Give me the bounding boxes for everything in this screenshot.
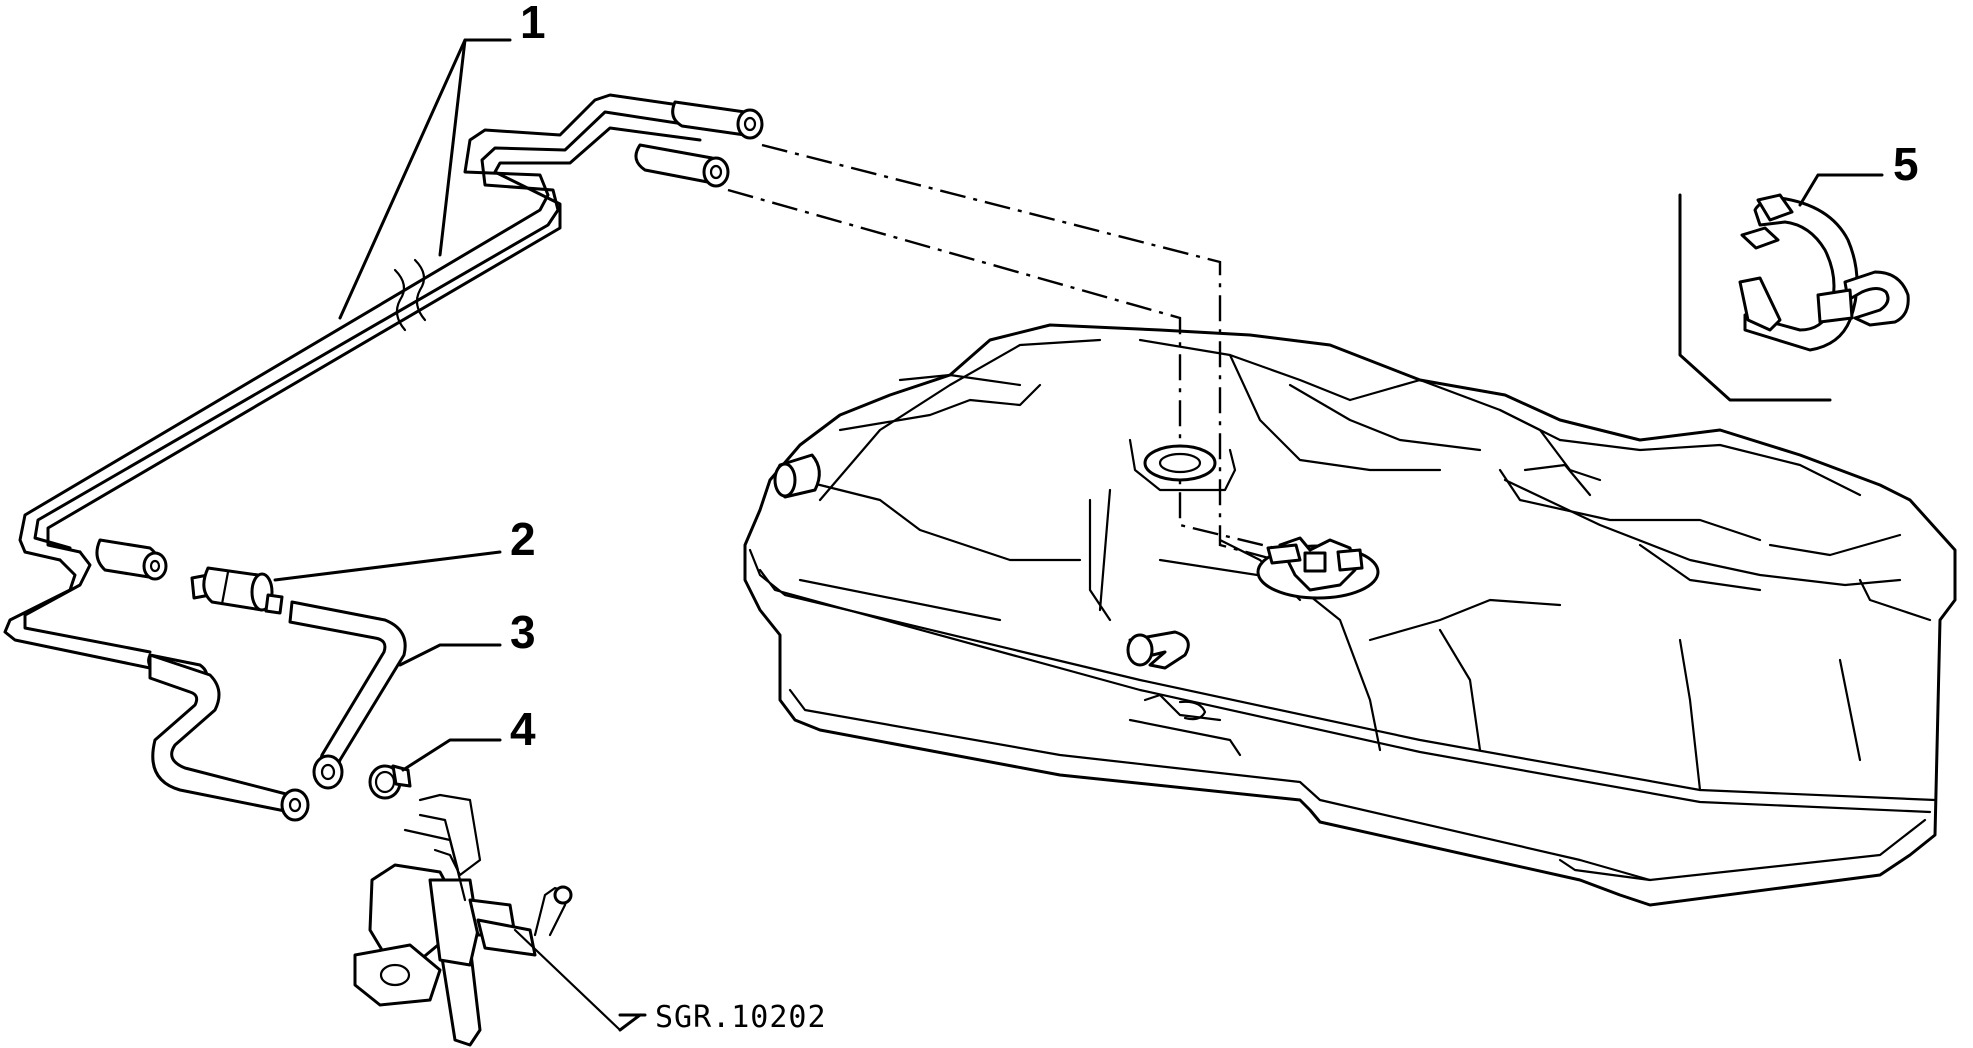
callout-5: 5	[1893, 138, 1919, 190]
callout-4: 4	[510, 703, 536, 755]
leader-lines	[273, 38, 1884, 1032]
fuel-pump	[353, 793, 622, 1047]
callout-2: 2	[510, 513, 536, 565]
fuel-hose	[148, 600, 407, 822]
pipe-clip	[1678, 193, 1910, 402]
hose-clamp	[368, 764, 412, 800]
connection-guide-lines	[727, 143, 1296, 567]
reference-code: SGR.10202	[655, 1000, 827, 1035]
callout-3: 3	[510, 606, 536, 658]
callout-1: 1	[520, 0, 546, 48]
fuel-tank	[743, 323, 1957, 907]
top-hose-connectors	[634, 100, 764, 188]
fuel-filter	[190, 566, 284, 615]
fuel-lines	[3, 93, 702, 670]
